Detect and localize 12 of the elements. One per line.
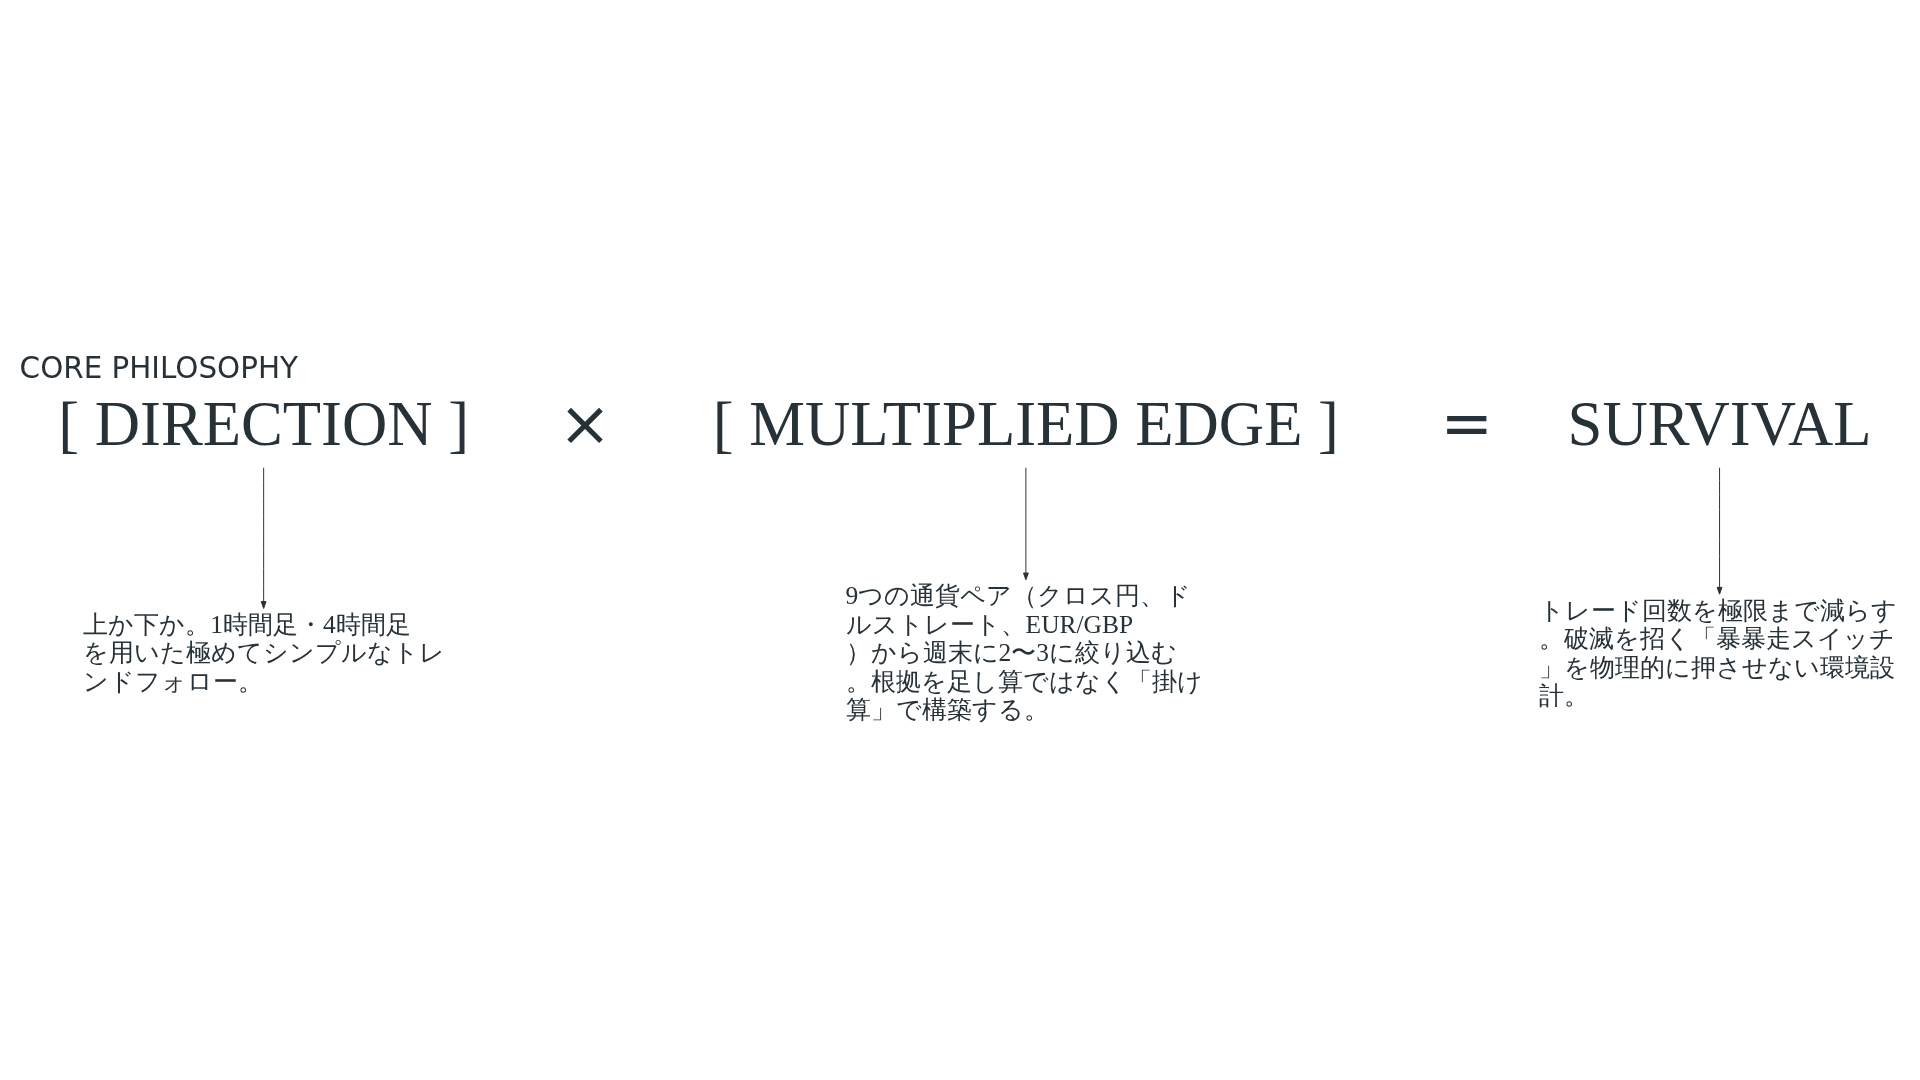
node-text: [ DIRECTION ] bbox=[58, 388, 470, 459]
diagram-title: CORE PHILOSOPHY bbox=[19, 350, 298, 385]
arrow bbox=[1023, 466, 1029, 580]
label: × bbox=[558, 386, 612, 460]
node-text: 9つの通貨ペア（クロス円、ドルストレート、EUR/GBP）から週末に2〜3に絞り込む。根拠を足し算ではなく「掛け算」で構築する。 bbox=[845, 580, 1203, 724]
node-text: トレード回数を極限まで減らす。破滅を招く「暴暴走スイッチ」を物理的に押させない環境設計。 bbox=[1539, 595, 1898, 710]
node-text: SURVIVAL bbox=[1567, 388, 1872, 459]
node-text: [ MULTIPLIED EDGE ] bbox=[712, 388, 1339, 459]
label: = bbox=[1440, 386, 1494, 460]
arrow bbox=[260, 466, 267, 609]
arrow bbox=[1716, 466, 1723, 595]
node-text: 上か下か。1時間足・4時間足を用いた極めてシンプルなトレンドフォロー。 bbox=[83, 609, 446, 696]
